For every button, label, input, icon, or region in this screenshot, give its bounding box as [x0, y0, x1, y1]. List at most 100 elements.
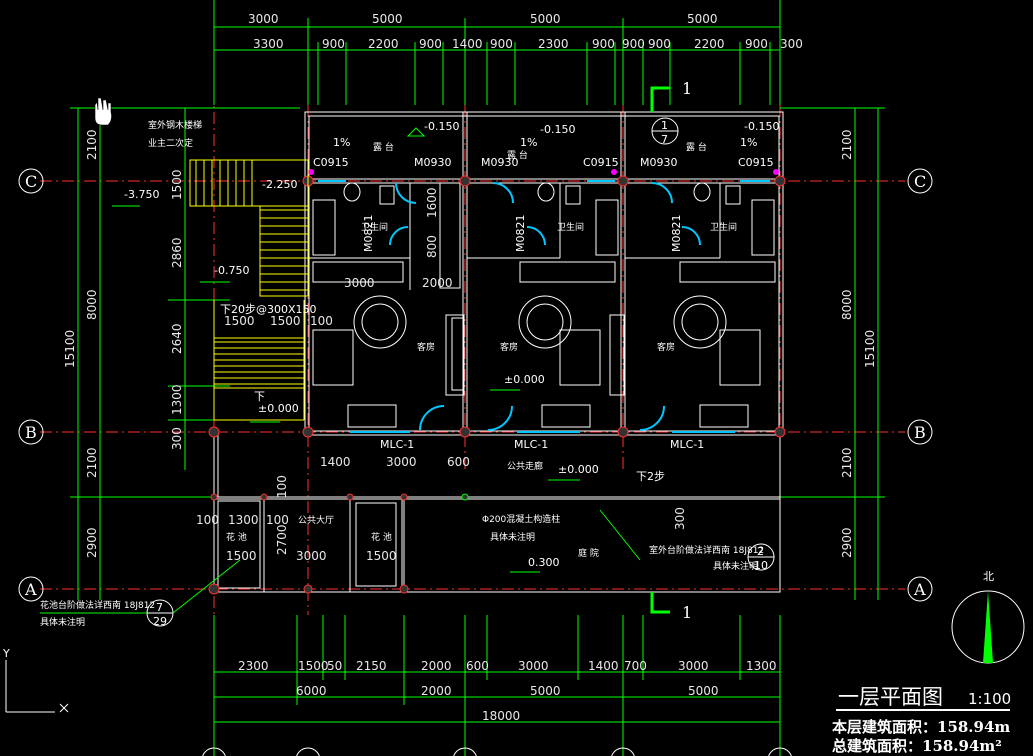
- columns: [208, 169, 786, 595]
- room-lr2: 客房: [500, 341, 518, 353]
- dim-top2-6: 2300: [538, 37, 569, 51]
- svg-text:1: 1: [661, 119, 668, 132]
- level-stair: -2.250: [262, 178, 297, 191]
- level-marks: -0.150 -0.150 -0.150 -2.250 -3.750 -0.75…: [112, 120, 779, 573]
- room-wc2: 卫生间: [557, 221, 584, 233]
- grid-b-right: B: [914, 423, 926, 442]
- svg-text:3000: 3000: [296, 549, 327, 563]
- dim-bot1-1: 1500: [298, 659, 329, 673]
- top-dimensions: 3000 5000 5000 5000 3300 900 2200 900 14…: [213, 0, 803, 105]
- dim-left-1: 8000: [85, 289, 99, 320]
- room-yard: 庭 院: [578, 547, 599, 559]
- note-stairs2: 业主二次定: [148, 137, 193, 149]
- svg-text:100: 100: [196, 513, 219, 527]
- note-down: 下: [254, 390, 265, 403]
- room-balc3: 露 台: [686, 141, 707, 153]
- floor-area: 本层建筑面积：158.94m: [832, 718, 1010, 736]
- dim-bot1-10: 1300: [746, 659, 777, 673]
- dim-left-in-2: 2640: [170, 323, 184, 354]
- dim-bot2-3: 5000: [688, 684, 719, 698]
- level-balc2: -0.150: [540, 123, 575, 136]
- dim-left-in-4: 300: [170, 427, 184, 450]
- note-step: 下20步@300X150: [220, 303, 317, 316]
- dim-top2-2: 2200: [368, 37, 399, 51]
- dim-top2-10: 2200: [694, 37, 725, 51]
- dim-top2-8: 900: [622, 37, 645, 51]
- note-rail: 室外台阶做法详西南 18J812: [649, 544, 764, 556]
- level-living: ±0.000: [504, 373, 545, 386]
- grid-a-right: A: [913, 580, 926, 599]
- svg-text:2700: 2700: [275, 524, 289, 555]
- north-arrow: 北: [951, 570, 1025, 664]
- svg-text:1300: 1300: [228, 513, 259, 527]
- dim-right-total: 15100: [863, 330, 877, 368]
- svg-text:100: 100: [266, 513, 289, 527]
- door-c0915-b: C0915: [583, 156, 619, 169]
- door-c0915-a: C0915: [313, 156, 349, 169]
- dim-top2-12: 300: [780, 37, 803, 51]
- plan-labels: 1% 1% 1% 露 台 露 台 露 台 C0915 M0930 M0930 C…: [40, 119, 774, 628]
- note-garden2: 具体未注明: [40, 616, 85, 628]
- dim-top2-11: 900: [745, 37, 768, 51]
- room-corridor: 公共走廊: [507, 460, 543, 472]
- room-lr1: 客房: [417, 341, 435, 353]
- pan-hand-icon: [94, 97, 112, 126]
- level-ground: 0.300: [528, 556, 560, 569]
- slope-1: 1%: [333, 136, 350, 149]
- dim-right-1: 8000: [840, 289, 854, 320]
- axis-y-label: Y: [2, 647, 10, 660]
- svg-text:3000: 3000: [344, 276, 375, 290]
- level-corr: ±0.000: [558, 463, 599, 476]
- door-m0821-b: M0821: [514, 215, 527, 253]
- room-lr3: 客房: [657, 341, 675, 353]
- svg-text:7: 7: [661, 133, 668, 146]
- title-block: 一层平面图 1:100 本层建筑面积：158.94m 总建筑面积：158.94m…: [832, 685, 1011, 755]
- dim-top1-1: 5000: [372, 12, 403, 26]
- stair-treads: [195, 160, 308, 385]
- grid-a-left: A: [24, 580, 37, 599]
- section-mark-top: 1: [682, 79, 692, 98]
- section-mark-bottom: 1: [682, 603, 692, 622]
- door-m0930-c: M0930: [640, 156, 678, 169]
- dim-bot1-3: 2150: [356, 659, 387, 673]
- door-c0915-c: C0915: [738, 156, 774, 169]
- right-dimensions: 2100 8000 2100 2900 15100: [780, 107, 885, 600]
- door-mlc-b: MLC-1: [514, 438, 548, 451]
- dim-bot1-0: 2300: [238, 659, 269, 673]
- ucs-icon: Y: [2, 647, 69, 713]
- note-stairs1: 室外钢木楼梯: [148, 119, 202, 131]
- svg-text:100: 100: [310, 314, 333, 328]
- svg-text:100: 100: [275, 475, 289, 498]
- note-pillar: Φ200混凝土构造柱: [482, 513, 560, 525]
- note-pillar2: 具体未注明: [490, 531, 535, 543]
- svg-text:2000: 2000: [422, 276, 453, 290]
- dim-left-3: 2900: [85, 527, 99, 558]
- door-m0821-c: M0821: [670, 215, 683, 253]
- level-floor: ±0.000: [258, 402, 299, 415]
- svg-text:7: 7: [156, 601, 163, 614]
- dim-bot2-1: 2000: [421, 684, 452, 698]
- grid-c-left: C: [25, 172, 37, 191]
- dim-top1-2: 5000: [530, 12, 561, 26]
- section-marks: 1 1: [650, 79, 692, 622]
- door-mlc-a: MLC-1: [380, 438, 414, 451]
- dim-bot1-5: 600: [466, 659, 489, 673]
- door-m0930-b: M0930: [481, 156, 519, 169]
- grid-b-left: B: [25, 423, 37, 442]
- dim-left-2: 2100: [85, 447, 99, 478]
- grid-bubbles: C B A C B A: [18, 168, 933, 756]
- dim-bot-total: 18000: [482, 709, 520, 723]
- svg-text:10: 10: [754, 559, 768, 572]
- dim-bot1-8: 700: [624, 659, 647, 673]
- note-down2: 下2步: [636, 470, 665, 483]
- dim-right-3: 2900: [840, 527, 854, 558]
- door-m0821-a: M0821: [362, 215, 375, 253]
- room-wc3: 卫生间: [710, 221, 737, 233]
- room-wc1: 卫生间: [361, 221, 388, 233]
- dim-top2-9: 900: [648, 37, 671, 51]
- room-garden1: 花 池: [226, 531, 247, 543]
- slope-3: 1%: [740, 136, 757, 149]
- dim-left-in-0: 1500: [170, 169, 184, 200]
